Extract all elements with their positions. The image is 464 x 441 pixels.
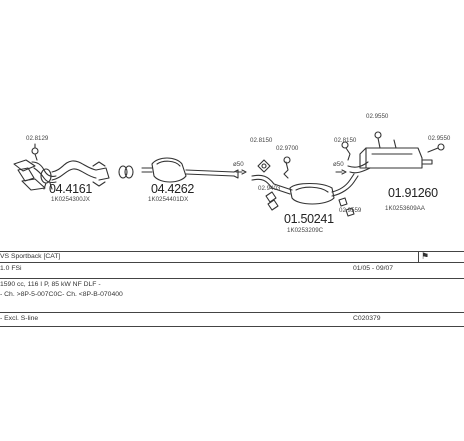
front-pipe-drawing <box>13 143 110 191</box>
table-divider <box>418 251 419 262</box>
part-number-label: 04.4262 <box>151 182 195 196</box>
flag-mark: ⚑ <box>421 251 430 261</box>
years-text: 01/05 - 09/07 <box>353 265 394 272</box>
clamp-label: 02.8129 <box>26 135 49 142</box>
clamp-label: 02.8150 <box>334 137 357 144</box>
part-number-label: 01.91260 <box>388 186 438 200</box>
diameter-marker-drawing <box>235 169 347 175</box>
catalytic-converter-drawing <box>141 157 239 183</box>
vehicle-model: VS Sportback [CAT] <box>0 253 61 260</box>
table-divider <box>0 278 464 279</box>
table-divider <box>0 326 464 327</box>
part-number-label: 01.50241 <box>284 212 334 226</box>
rear-silencer-drawing <box>341 131 445 174</box>
chassis-text: - Ch. >8P-5-007C0C- Ch. <8P-B-070400 <box>0 291 123 298</box>
diameter-label: ø50 <box>233 161 244 168</box>
clamp-label: 02.9403 <box>258 185 281 192</box>
oem-number-label: 1K0253209C <box>287 227 324 234</box>
clamp-label: 02.9550 <box>366 113 389 120</box>
clamp-label: 02.9559 <box>339 207 362 214</box>
spec-text: 1590 cc, 116 I P, 85 kW NF DLF - <box>0 281 101 288</box>
note-text: - Excl. S-line <box>0 315 39 322</box>
oem-number-label: 1K0253609AA <box>385 205 425 212</box>
table-divider <box>0 312 464 313</box>
table-divider <box>0 251 464 252</box>
middle-silencer-drawing <box>251 156 359 217</box>
oem-number-label: 1K0254300JX <box>51 196 90 203</box>
code-text: C020379 <box>353 315 381 322</box>
clamp-label: 02.8150 <box>250 137 273 144</box>
diameter-label: ø50 <box>333 161 344 168</box>
clamp-label: 02.9700 <box>276 145 299 152</box>
part-number-label: 04.4161 <box>49 182 93 196</box>
table-divider <box>0 262 464 263</box>
engine-text: 1.0 FSi <box>0 265 22 272</box>
oem-number-label: 1K0254401DX <box>148 196 189 203</box>
clamp-label: 02.9550 <box>428 135 451 142</box>
connector-clamp-drawing <box>118 165 134 179</box>
